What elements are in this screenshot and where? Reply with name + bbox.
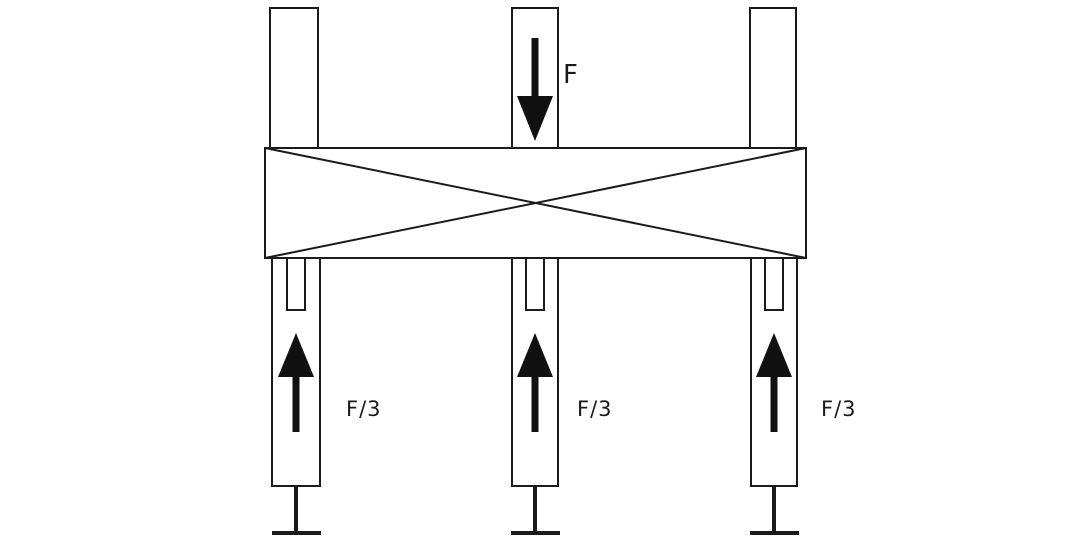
upper-column-right bbox=[749, 7, 797, 149]
inner-slot-left bbox=[286, 257, 306, 311]
transfer-beam bbox=[264, 147, 807, 259]
reaction-arrow-right-icon bbox=[756, 333, 792, 432]
reaction-arrow-left-icon bbox=[278, 333, 314, 432]
beam-diagonal-2 bbox=[264, 147, 807, 259]
support-middle bbox=[511, 486, 560, 535]
support-left bbox=[272, 486, 321, 535]
inner-slot-right bbox=[764, 257, 784, 311]
right-reaction-label: F/3 bbox=[821, 397, 857, 421]
reaction-arrow-middle-icon bbox=[517, 333, 553, 432]
middle-reaction-label: F/3 bbox=[577, 397, 613, 421]
left-reaction-label: F/3 bbox=[346, 397, 382, 421]
applied-force-arrow-icon bbox=[517, 38, 553, 141]
support-right bbox=[750, 486, 799, 535]
upper-column-left bbox=[269, 7, 319, 149]
applied-force-label: F bbox=[563, 60, 578, 90]
inner-slot-middle bbox=[525, 257, 545, 311]
